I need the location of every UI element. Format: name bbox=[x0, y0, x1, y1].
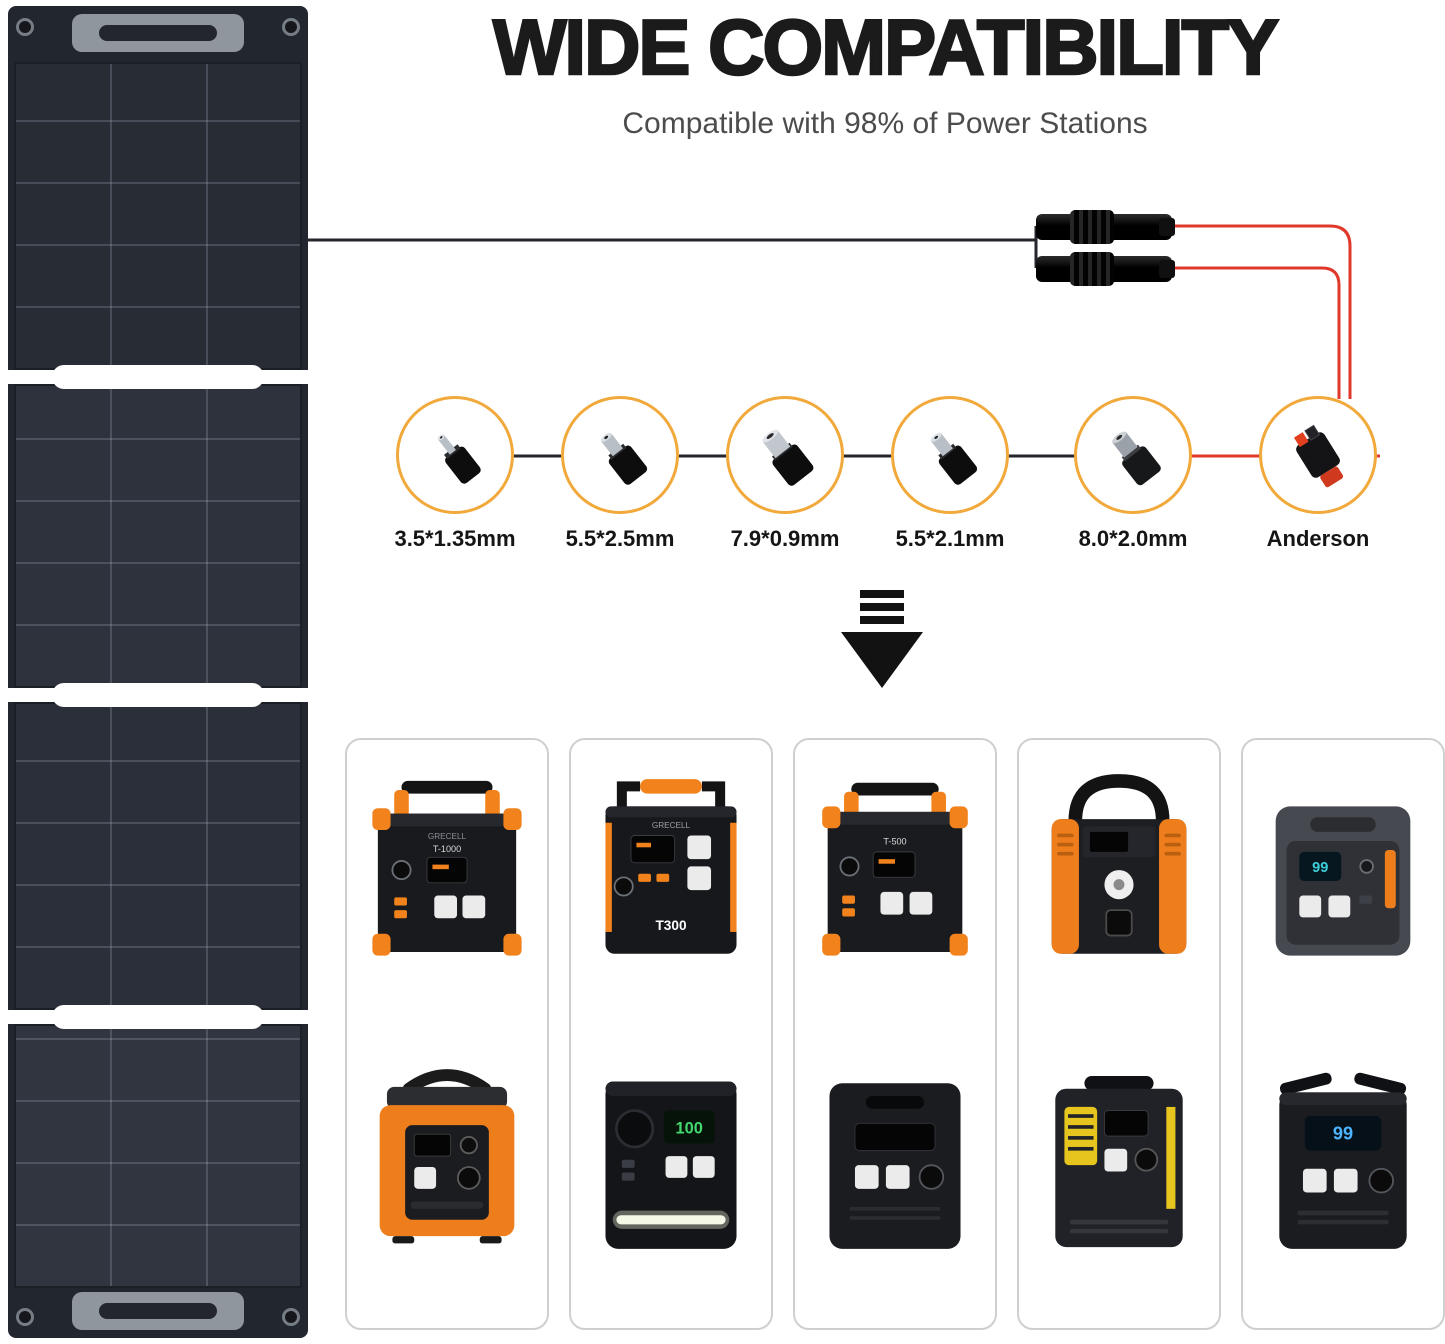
mc4-connector-icon bbox=[1036, 252, 1175, 286]
dc-plug-3.5-icon bbox=[437, 434, 481, 484]
power-station-black bbox=[829, 1082, 961, 1249]
power-station-gray: 99 bbox=[1275, 806, 1411, 956]
solar-panel-section-4 bbox=[14, 1024, 302, 1288]
product-slot: 99 bbox=[1248, 757, 1438, 1025]
dc-plug-5.5-2.1-icon bbox=[930, 432, 978, 485]
dc-plug-8.0-icon bbox=[1112, 431, 1161, 486]
power-station-grid: GRECELL T-1000 bbox=[345, 738, 1445, 1330]
screen-text: 100 bbox=[676, 1119, 703, 1137]
page-subtitle: Compatible with 98% of Power Stations bbox=[622, 107, 1148, 140]
solar-panel-section-2 bbox=[14, 384, 302, 688]
screen-text: 99 bbox=[1333, 1123, 1353, 1143]
connector-item-5: 8.0*2.0mm bbox=[1058, 396, 1208, 552]
screen-text: 99 bbox=[1312, 860, 1328, 876]
connector-item-4: 5.5*2.1mm bbox=[875, 396, 1025, 552]
panel-fold bbox=[8, 688, 308, 702]
dc-plug-5.5-icon bbox=[600, 432, 648, 485]
brand-text: GRECELL bbox=[652, 822, 691, 831]
grommet bbox=[282, 1308, 300, 1326]
power-station-black-led: 100 bbox=[605, 1081, 737, 1249]
dc-plug-7.9-icon bbox=[762, 429, 814, 486]
power-station-orange-arch bbox=[1051, 774, 1187, 955]
power-station-grecell-t500: T-500 bbox=[822, 783, 968, 956]
solar-panel bbox=[8, 6, 308, 1338]
panel-fold bbox=[8, 370, 308, 384]
panel-handle-bottom bbox=[72, 1292, 244, 1330]
connector-item-1: 3.5*1.35mm bbox=[380, 396, 530, 552]
anderson-connector-icon bbox=[1293, 424, 1344, 488]
solar-panel-section-3 bbox=[14, 702, 302, 1010]
connector-label: 7.9*0.9mm bbox=[730, 526, 840, 551]
grommet bbox=[282, 18, 300, 36]
grommet bbox=[16, 18, 34, 36]
panel-fold bbox=[8, 1010, 308, 1024]
product-slot: 99 bbox=[1248, 1043, 1438, 1311]
connector-item-3: 7.9*0.9mm bbox=[710, 396, 860, 552]
product-slot bbox=[800, 1043, 990, 1311]
power-station-orange bbox=[379, 1068, 515, 1244]
mc4-connector-icon bbox=[1036, 210, 1175, 244]
product-slot: GRECELL T-1000 bbox=[352, 757, 542, 1025]
connector-badge-4 bbox=[891, 396, 1009, 514]
model-text: T300 bbox=[655, 918, 687, 933]
product-slot: T-500 bbox=[800, 757, 990, 1025]
product-card-4 bbox=[1017, 738, 1221, 1330]
connector-label: 5.5*2.1mm bbox=[895, 526, 1005, 551]
brand-text: GRECELL bbox=[428, 832, 467, 841]
panel-handle-top bbox=[72, 14, 244, 52]
power-station-dual-handle: 99 bbox=[1279, 1072, 1407, 1249]
product-card-5: 99 99 bbox=[1241, 738, 1445, 1330]
model-text: T-500 bbox=[883, 837, 906, 847]
product-card-1: GRECELL T-1000 bbox=[345, 738, 549, 1330]
solar-panel-section-1 bbox=[14, 62, 302, 370]
grommet bbox=[16, 1308, 34, 1326]
connector-badge-5 bbox=[1074, 396, 1192, 514]
page-title: WIDE COMPATIBILITY bbox=[492, 2, 1281, 93]
connector-label: 8.0*2.0mm bbox=[1078, 526, 1188, 551]
product-card-3: T-500 bbox=[793, 738, 997, 1330]
connector-badge-3 bbox=[726, 396, 844, 514]
connector-item-6: Anderson bbox=[1243, 396, 1393, 552]
product-slot bbox=[1024, 757, 1214, 1025]
connector-label: 3.5*1.35mm bbox=[394, 526, 516, 551]
power-station-grecell-t300: GRECELL T300 bbox=[605, 779, 737, 955]
mc4-connectors bbox=[1036, 210, 1176, 294]
connector-badge-6 bbox=[1259, 396, 1377, 514]
connector-badge-2 bbox=[561, 396, 679, 514]
power-station-grecell-t1000: GRECELL T-1000 bbox=[372, 781, 522, 956]
model-text: T-1000 bbox=[433, 844, 461, 854]
connector-badge-1 bbox=[396, 396, 514, 514]
connector-label: Anderson bbox=[1266, 526, 1370, 551]
product-card-2: GRECELL T300 100 bbox=[569, 738, 773, 1330]
product-slot: GRECELL T300 bbox=[576, 757, 766, 1025]
product-slot bbox=[1024, 1043, 1214, 1311]
product-slot bbox=[352, 1043, 542, 1311]
product-slot: 100 bbox=[576, 1043, 766, 1311]
connector-item-2: 5.5*2.5mm bbox=[545, 396, 695, 552]
connector-label: 5.5*2.5mm bbox=[565, 526, 675, 551]
power-station-yellow bbox=[1055, 1075, 1183, 1247]
header: WIDE COMPATIBILITY Compatible with 98% o… bbox=[330, 2, 1440, 141]
down-arrow-icon bbox=[835, 590, 929, 697]
